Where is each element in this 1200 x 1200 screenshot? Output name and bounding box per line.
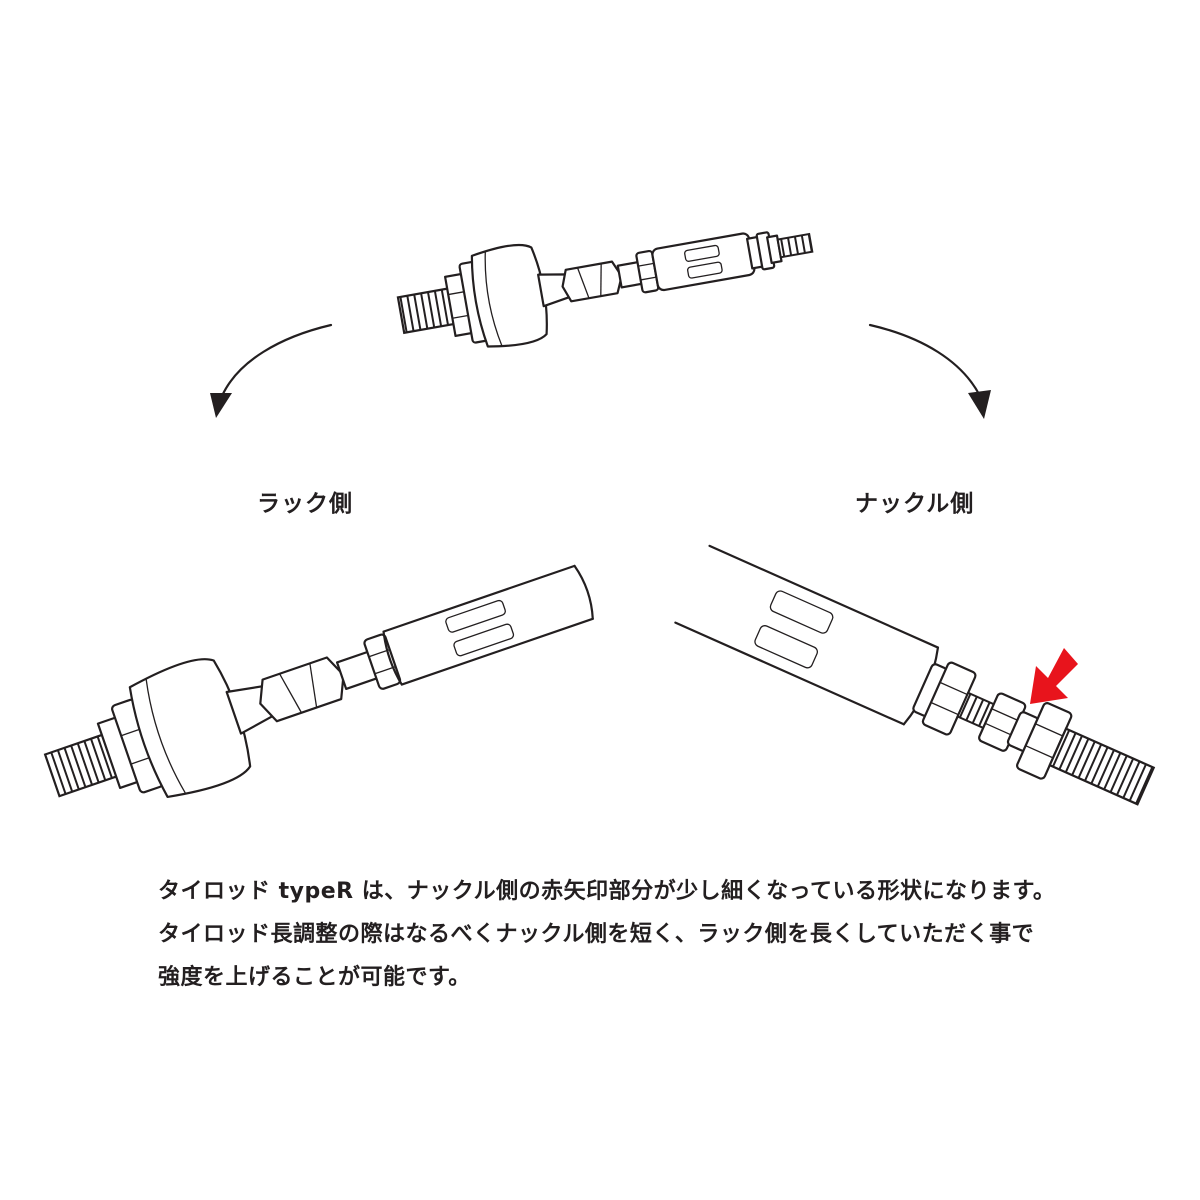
tie-rod-full-illustration [396,231,814,348]
description-text: タイロッド typeR は、ナックル側の赤矢印部分が少し細くなっている形状になり… [158,870,1118,999]
arrow-to-rack-icon [210,323,333,418]
knuckle-side-illustration [674,544,1156,806]
description-line-3: 強度を上げることが可能です。 [158,965,471,990]
rack-side-illustration [43,564,594,799]
rack-side-label: ラック側 [257,491,353,517]
description-line-1: タイロッド typeR は、ナックル側の赤矢印部分が少し細くなっている形状になり… [158,879,1056,904]
knuckle-side-label: ナックル側 [855,491,975,517]
description-line-2: タイロッド長調整の際はなるべくナックル側を短く、ラック側を長くしていただく事で [158,922,1035,947]
arrow-to-knuckle-icon [868,323,991,419]
red-highlight-arrow-icon [1030,648,1078,704]
